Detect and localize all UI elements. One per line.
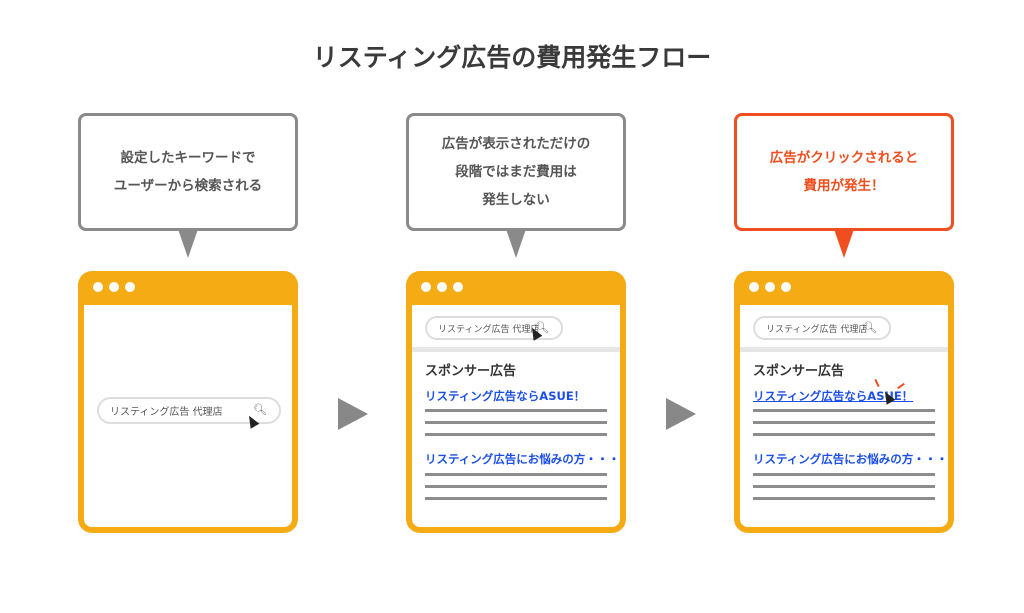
text-placeholder-line: [425, 421, 607, 424]
step-1: 設定したキーワードでユーザーから検索される リスティング広告 代理店🔍︎: [78, 0, 298, 613]
text-placeholder-line: [425, 433, 607, 436]
search-icon: 🔍︎: [253, 403, 267, 416]
window-dots: [93, 282, 135, 292]
browser-window: リスティング広告 代理店🔍︎ スポンサー広告 リスティング広告ならASUE！ リ…: [406, 271, 626, 533]
window-dot-icon: [453, 282, 463, 292]
arrow-right-icon: [338, 398, 368, 430]
text-placeholder-line: [753, 421, 935, 424]
text-placeholder-line: [425, 473, 607, 476]
ad-link[interactable]: リスティング広告ならASUE！: [753, 389, 914, 403]
window-dot-icon: [749, 282, 759, 292]
speech-bubble: 広告が表示されただけの段階ではまだ費用は発生しない: [406, 113, 626, 231]
browser-window: リスティング広告 代理店🔍︎: [78, 271, 298, 533]
step-3: 広告がクリックされると費用が発生！ リスティング広告 代理店🔍︎ スポンサー広告…: [734, 0, 954, 613]
text-placeholder-line: [753, 409, 935, 412]
text-placeholder-line: [425, 409, 607, 412]
window-dots: [421, 282, 463, 292]
bubble-text: 設定したキーワードで: [120, 150, 256, 166]
speech-bubble: 設定したキーワードでユーザーから検索される: [78, 113, 298, 231]
search-icon: 🔍︎: [535, 321, 549, 334]
text-placeholder-line: [753, 497, 935, 500]
page-title: リスティング広告の費用発生フロー: [312, 43, 712, 72]
text-placeholder-line: [753, 433, 935, 436]
window-dots: [749, 282, 791, 292]
speech-bubble: 広告がクリックされると費用が発生！: [734, 113, 954, 231]
bubble-text: 広告がクリックされると: [769, 150, 919, 166]
bubble-text: 発生しない: [482, 192, 550, 208]
window-dot-icon: [421, 282, 431, 292]
window-dot-icon: [93, 282, 103, 292]
ad-link[interactable]: リスティング広告ならASUE！: [425, 389, 586, 403]
text-placeholder-line: [753, 473, 935, 476]
bubble-tail: [178, 229, 198, 258]
search-icon: 🔍︎: [863, 321, 877, 334]
search-input[interactable]: リスティング広告 代理店🔍︎: [97, 397, 281, 424]
search-input[interactable]: リスティング広告 代理店🔍︎: [753, 316, 891, 340]
sponsor-label: スポンサー広告: [753, 364, 845, 379]
browser-window: リスティング広告 代理店🔍︎ スポンサー広告 リスティング広告ならASUE！ リ…: [734, 271, 954, 533]
text-placeholder-line: [753, 485, 935, 488]
bubble-text: 段階ではまだ費用は: [455, 164, 577, 180]
click-spark-icon: [874, 378, 880, 388]
window-dot-icon: [109, 282, 119, 292]
search-input[interactable]: リスティング広告 代理店🔍︎: [425, 316, 563, 340]
arrow-right-icon: [666, 398, 696, 430]
step-2: 広告が表示されただけの段階ではまだ費用は発生しない リスティング広告 代理店🔍︎…: [406, 0, 626, 613]
ad-link[interactable]: リスティング広告にお悩みの方・・・: [753, 452, 948, 466]
window-dot-icon: [781, 282, 791, 292]
bubble-text: 費用が発生！: [803, 178, 885, 194]
sponsor-label: スポンサー広告: [425, 364, 517, 379]
window-dot-icon: [765, 282, 775, 292]
window-dot-icon: [437, 282, 447, 292]
bubble-text: 広告が表示されただけの: [441, 136, 591, 152]
window-dot-icon: [125, 282, 135, 292]
bubble-text: ユーザーから検索される: [113, 178, 263, 194]
bubble-tail: [834, 229, 854, 258]
text-placeholder-line: [425, 485, 607, 488]
divider: [412, 347, 620, 352]
bubble-tail: [506, 229, 526, 258]
text-placeholder-line: [425, 497, 607, 500]
ad-link[interactable]: リスティング広告にお悩みの方・・・: [425, 452, 620, 466]
divider: [740, 347, 948, 352]
